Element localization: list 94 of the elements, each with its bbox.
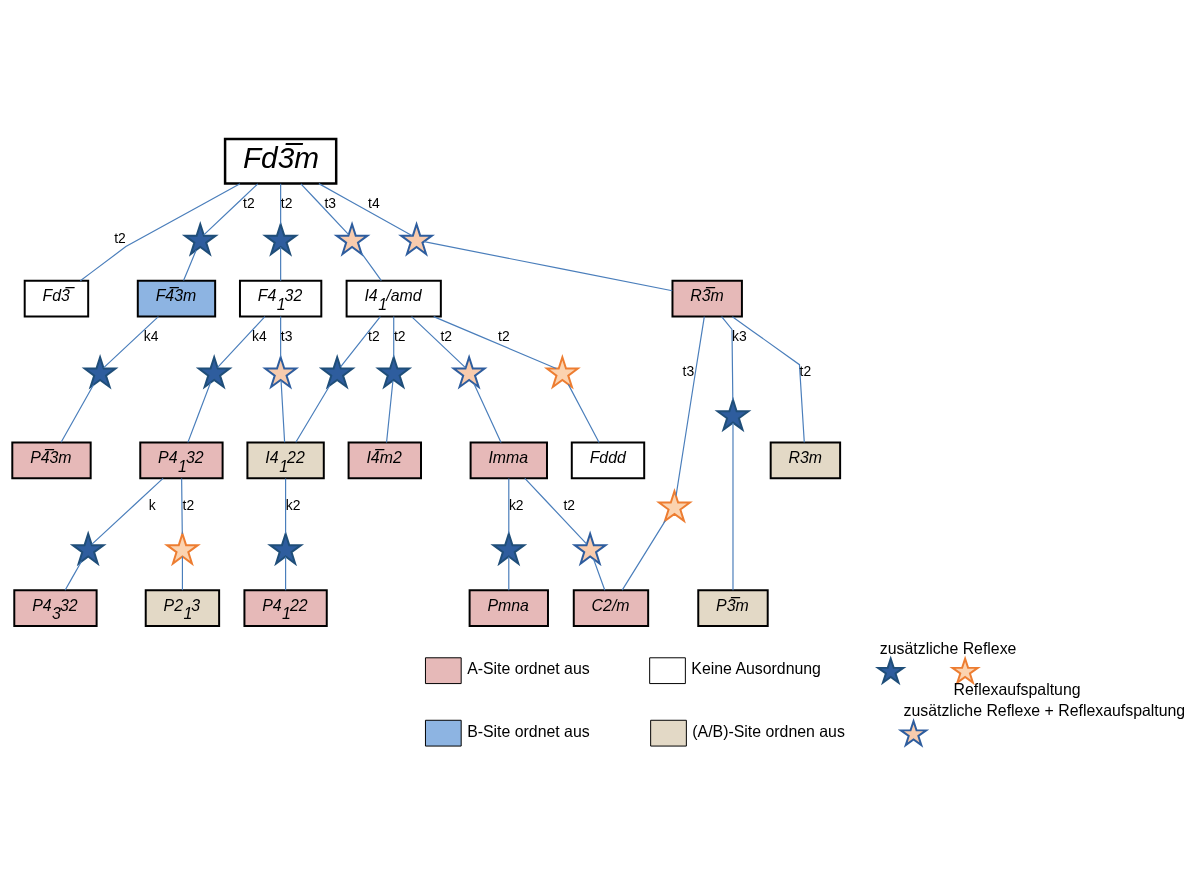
node-box: Imma	[469, 441, 548, 480]
node-star	[69, 530, 107, 567]
edge-label: t2	[368, 327, 380, 344]
legend-label: Keine Ausordnung	[691, 660, 821, 678]
connector	[217, 316, 266, 368]
legend-label: B-Site ordnet aus	[467, 722, 590, 740]
node-box: Fd3̅m	[223, 137, 338, 185]
edge-label: t2	[563, 496, 576, 513]
connector	[732, 422, 734, 591]
edge-label: t2	[440, 327, 453, 344]
connector	[473, 383, 502, 444]
node-box: P4̅3m	[11, 441, 92, 480]
edge-label: k2	[508, 496, 524, 513]
edge-label: t3	[280, 327, 293, 344]
connector	[393, 316, 395, 358]
connector	[567, 383, 600, 444]
edge-label: t2	[393, 327, 406, 344]
node-star	[450, 353, 488, 390]
node-star	[262, 221, 300, 257]
node-box: C2/m	[572, 589, 650, 628]
node-box: Fd3̅	[23, 279, 90, 318]
edge-label: k3	[732, 327, 747, 344]
connector	[360, 252, 382, 282]
edge-label: t4	[368, 194, 380, 211]
connector	[285, 477, 287, 535]
edge-label: k2	[285, 496, 301, 513]
connector	[300, 183, 350, 236]
connector	[181, 556, 184, 591]
edge-label: k4	[143, 327, 159, 344]
connector	[182, 249, 197, 282]
node-box: P3̅m	[697, 589, 769, 628]
node-star	[164, 530, 201, 567]
connector	[508, 477, 510, 535]
legend-label: zusätzliche Reflexe	[879, 639, 1017, 657]
edge-label: k4	[251, 327, 267, 344]
legend-label: A-Site ordnet aus	[467, 660, 590, 678]
connector	[433, 316, 557, 370]
edge-label: t2	[182, 496, 195, 513]
connector	[181, 477, 183, 535]
connector	[280, 379, 286, 443]
connector	[91, 477, 164, 545]
edge-label: t2	[498, 327, 510, 344]
connector	[621, 520, 666, 591]
node-star	[267, 530, 305, 567]
edge-label: t2	[243, 194, 255, 211]
edge-label: t3	[324, 194, 337, 211]
node-box: Fddd	[570, 441, 646, 480]
connector	[280, 246, 282, 282]
connector	[60, 384, 95, 443]
node-star	[81, 353, 119, 390]
node-star	[181, 221, 219, 257]
node-star	[656, 487, 693, 524]
connector	[187, 382, 212, 443]
edge-label: t3	[682, 362, 695, 379]
connector	[721, 315, 734, 401]
edge-label: t2	[114, 229, 126, 246]
node-box: R3m	[769, 441, 842, 480]
connector	[423, 241, 673, 292]
connector	[280, 316, 282, 358]
node-star	[318, 353, 356, 390]
node-star	[714, 396, 752, 433]
legend-label: zusätzliche Reflexe + Reflexaufspaltung	[903, 702, 1186, 720]
node-box: I4̅m2	[347, 441, 422, 480]
connector	[731, 316, 805, 443]
connector	[524, 477, 588, 545]
connector	[103, 316, 159, 369]
legend-label: Reflexaufspaltung	[953, 681, 1081, 699]
node-box: Pmna	[468, 589, 549, 628]
connector	[593, 558, 606, 591]
node-star	[195, 353, 233, 390]
connector	[340, 316, 381, 368]
edge-label: t2	[799, 362, 812, 379]
connector	[675, 316, 705, 497]
node-box: R3̅m	[671, 279, 743, 318]
connector	[79, 183, 241, 282]
connector	[280, 183, 282, 225]
node-box: F4̅3m	[136, 279, 217, 318]
edge-label: t2	[280, 194, 293, 211]
node-star	[333, 221, 371, 257]
edge-label: k	[148, 496, 156, 513]
node-star	[571, 530, 609, 567]
node-star	[398, 221, 435, 257]
connector	[508, 556, 510, 591]
connector	[295, 384, 331, 443]
connector	[411, 316, 467, 369]
connector	[203, 183, 259, 236]
connector	[64, 561, 82, 591]
connector	[385, 380, 394, 444]
node-star	[543, 353, 581, 390]
legend-label: (A/B)-Site ordnen aus	[692, 722, 845, 740]
connector	[318, 183, 413, 237]
node-star	[490, 530, 528, 567]
node-star	[375, 353, 413, 390]
connector	[285, 556, 287, 591]
